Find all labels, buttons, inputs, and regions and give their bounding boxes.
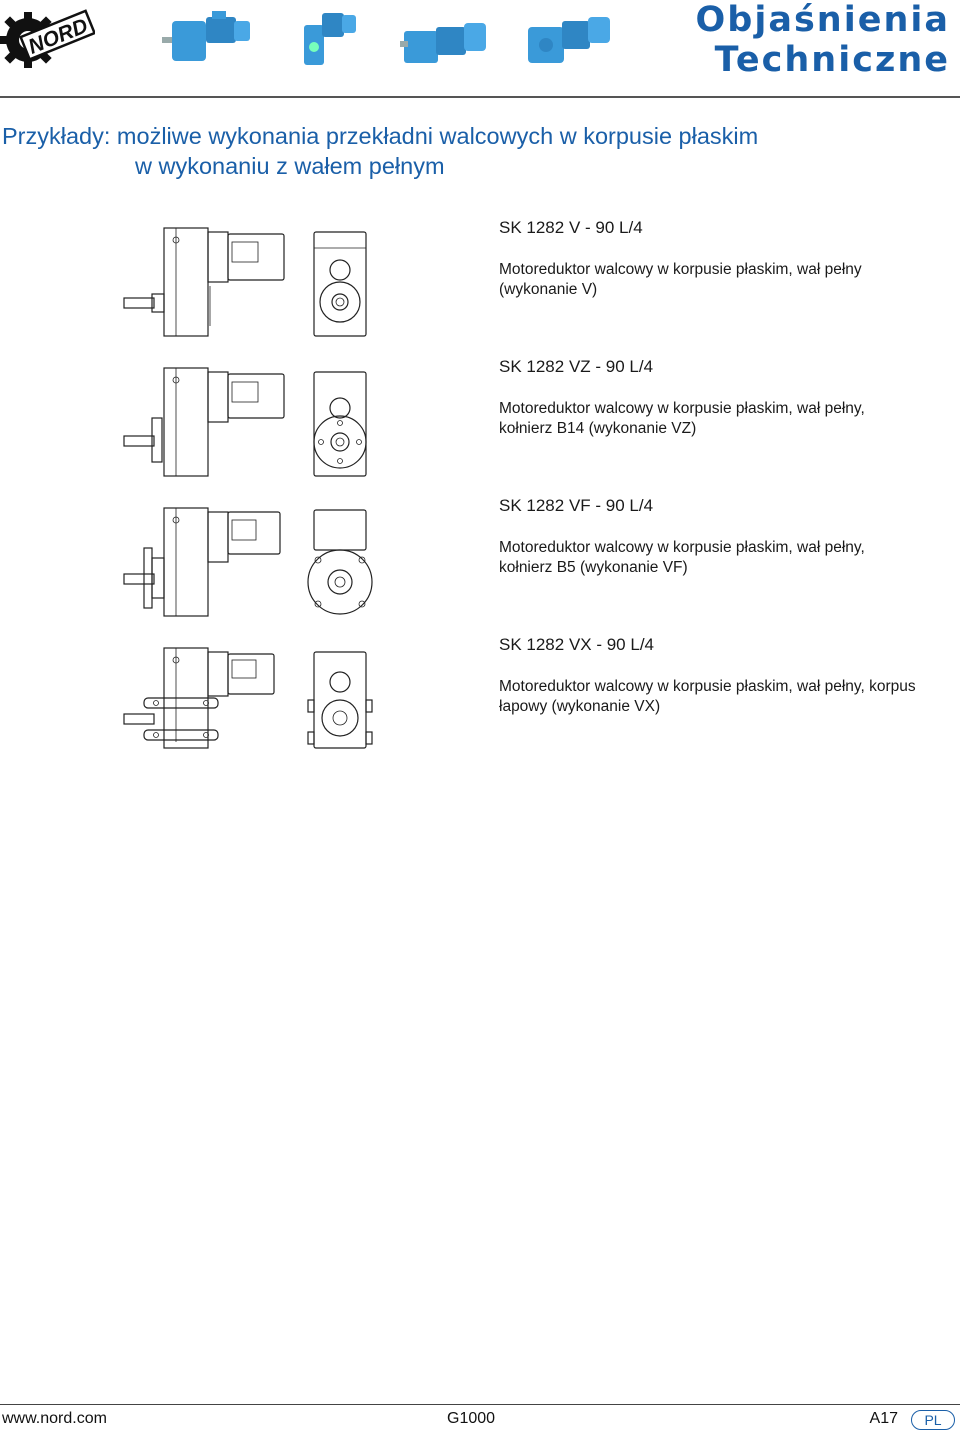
footer-url[interactable]: www.nord.com <box>2 1410 107 1427</box>
page-title: Przykłady: możliwe wykonania przekładni … <box>2 121 758 181</box>
variant-entry-vf: SK 1282 VF - 90 L/4 Motoreduktor walcowy… <box>499 496 954 578</box>
variant-code: SK 1282 V - 90 L/4 <box>499 218 643 237</box>
variant-entry-vz: SK 1282 VZ - 90 L/4 Motoreduktor walcowy… <box>499 357 954 439</box>
variant-description-line2: łapowy (wykonanie VX) <box>499 698 661 715</box>
variant-code: SK 1282 VF - 90 L/4 <box>499 496 654 515</box>
footer-page-number: A17 <box>869 1410 898 1427</box>
variant-description: Motoreduktor walcowy w korpusie płaskim,… <box>499 538 954 578</box>
nord-logo: NORD <box>0 2 97 72</box>
variant-description: Motoreduktor walcowy w korpusie płaskim,… <box>499 260 954 300</box>
variant-description: Motoreduktor walcowy w korpusie płaskim,… <box>499 399 954 439</box>
header-title-line1: Objaśnienia <box>695 0 950 40</box>
header-divider <box>0 96 960 98</box>
variant-description: Motoreduktor walcowy w korpusie płaskim,… <box>499 677 954 717</box>
parallel-shaft-gearmotor-icon <box>400 23 486 63</box>
footer-doc-code: G1000 <box>447 1410 496 1427</box>
variant-entry-v: SK 1282 V - 90 L/4 Motoreduktor walcowy … <box>499 218 954 300</box>
shaft-mount-gearmotor-icon <box>304 13 356 65</box>
variant-code: SK 1282 VX - 90 L/4 <box>499 635 654 654</box>
product-icons <box>160 5 620 70</box>
page-title-line2: w wykonaniu z wałem pełnym <box>135 153 445 179</box>
header-title: Objaśnienia Techniczne <box>696 0 950 80</box>
drawing-vf <box>123 507 373 617</box>
footer-divider <box>0 1404 960 1405</box>
variant-description-line2: kołnierz B14 (wykonanie VZ) <box>499 420 697 437</box>
variant-code: SK 1282 VZ - 90 L/4 <box>499 357 654 376</box>
page-title-line1: Przykłady: możliwe wykonania przekładni … <box>2 123 759 149</box>
variant-description-line1: Motoreduktor walcowy w korpusie płaskim,… <box>499 400 865 417</box>
variant-description-line2: (wykonanie V) <box>499 281 598 298</box>
drawing-v <box>123 227 367 337</box>
variant-description-line2: kołnierz B5 (wykonanie VF) <box>499 559 688 576</box>
variant-entry-vx: SK 1282 VX - 90 L/4 Motoreduktor walcowy… <box>499 635 954 717</box>
bevel-gearmotor-icon <box>528 17 610 63</box>
variant-description-line1: Motoreduktor walcowy w korpusie płaskim,… <box>499 678 916 695</box>
language-badge: PL <box>911 1410 955 1430</box>
drawing-vx <box>123 647 373 749</box>
variant-description-line1: Motoreduktor walcowy w korpusie płaskim,… <box>499 261 862 278</box>
variant-description-line1: Motoreduktor walcowy w korpusie płaskim,… <box>499 539 865 556</box>
drawing-vz <box>123 367 367 477</box>
helical-gearmotor-icon <box>162 11 250 61</box>
header-title-line2: Techniczne <box>714 40 950 80</box>
